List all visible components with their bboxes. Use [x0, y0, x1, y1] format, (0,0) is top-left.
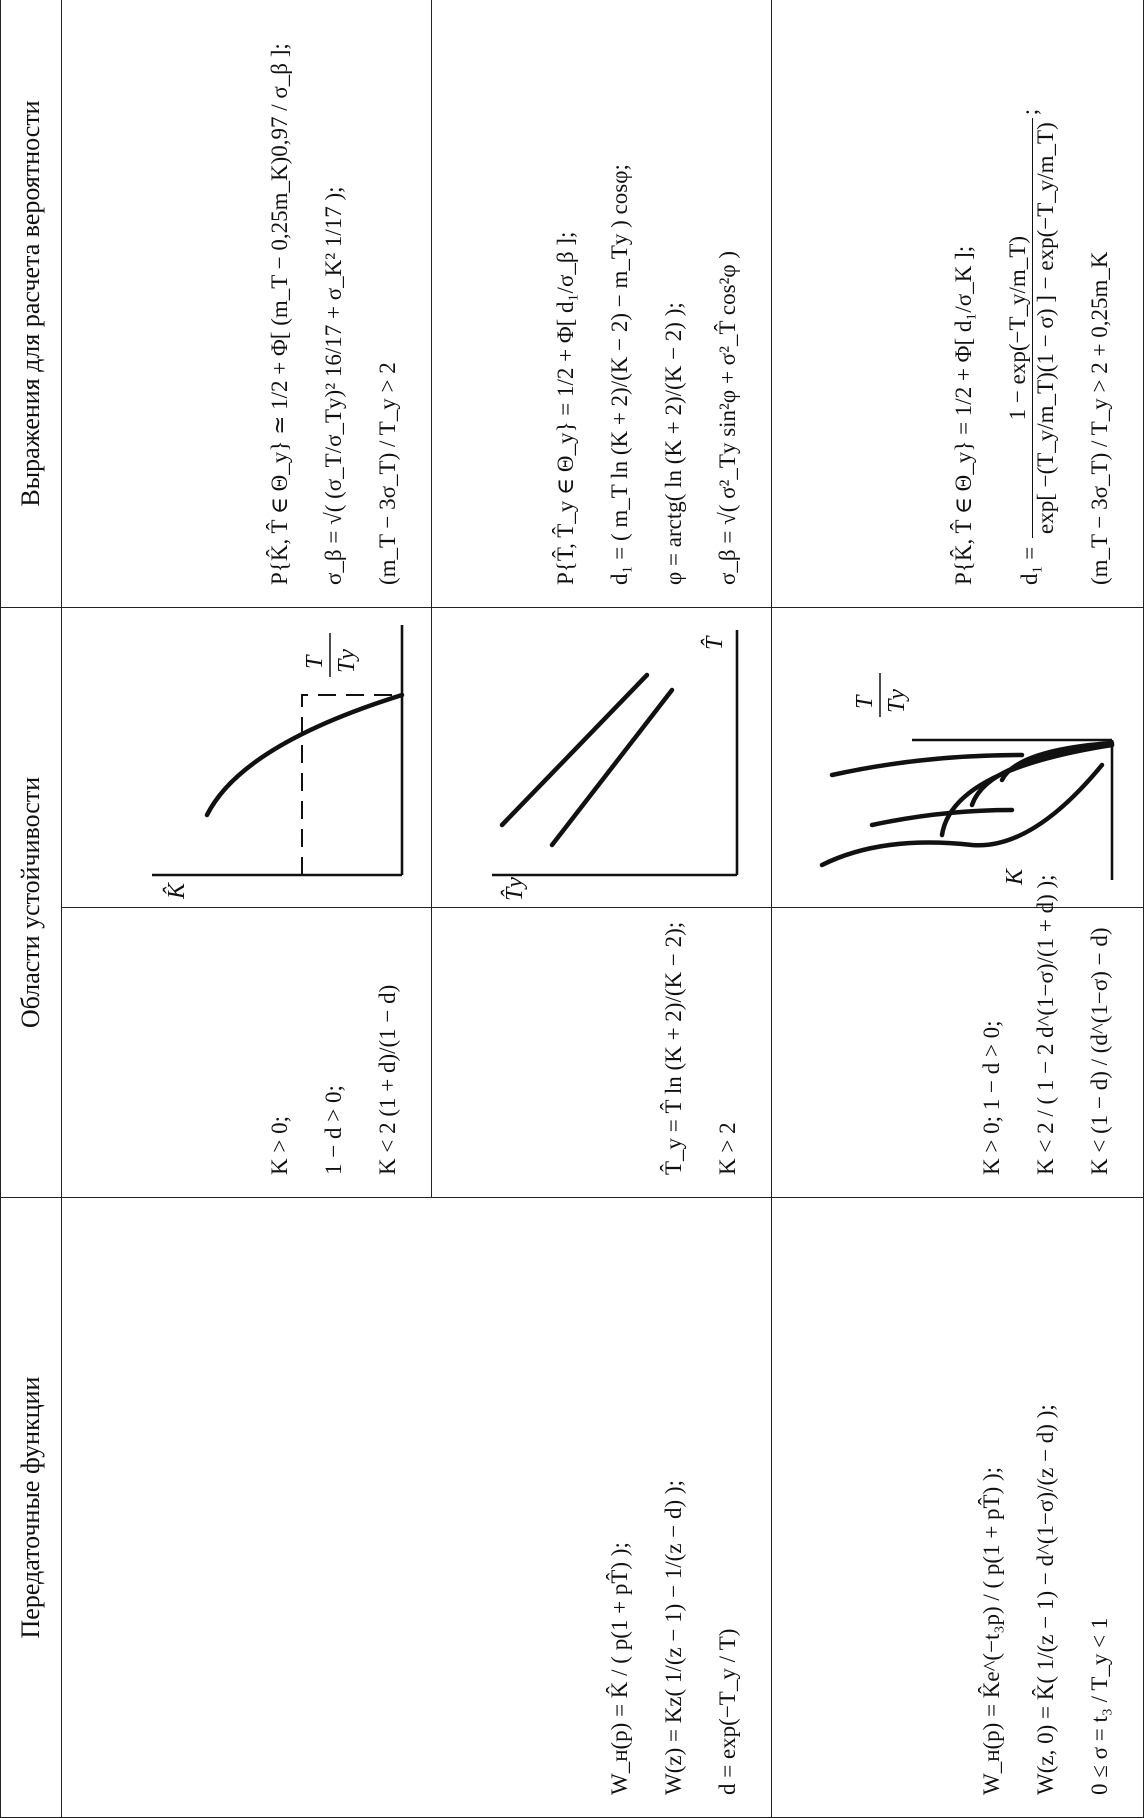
transfer-w-disc: W(z, 0) = K̂( 1/(z − 1) − d^(1−σ)/(z − d…	[1033, 1404, 1058, 1795]
plot-cell-2: T̂у T̂	[431, 607, 772, 908]
prob-condition: (m_T − 3σ_T) / T_у > 2 + 0,25m_K	[1087, 251, 1112, 585]
transfer-cell-2: W_н(p) = K̂e^(−t₃p) / ( p(1 + pT̂) ); W(…	[771, 1197, 1144, 1818]
table-row: T̂_у = T̂ ln (K + 2)/(K − 2); K > 2 T̂у …	[431, 0, 772, 1818]
condition-line: 1 − d > 0;	[321, 1085, 346, 1175]
prob-d1: d₁ = ( m_T ln (K + 2)/(K − 2) − m_Tу ) c…	[607, 164, 632, 585]
condition-line: K < (1 − d) / (d^(1−σ) − d)	[1087, 927, 1112, 1175]
boundary-curve-6	[829, 753, 1025, 778]
conditions-cell-2: T̂_у = T̂ ln (K + 2)/(K − 2); K > 2	[431, 907, 772, 1198]
x-axis-label: T̂	[701, 636, 728, 651]
x-axis-label-num: T	[302, 655, 328, 670]
prob-d1-numerator: 1 − exp(−T_у/m_T)	[1005, 235, 1031, 421]
prob-d1-fraction: 1 − exp(−T_у/m_T) exp[ −(T_у/m_T)(1 − σ)…	[1005, 118, 1059, 538]
table-row: W_н(p) = K̂ / ( p(1 + pT̂) ); W(z) = Kz(…	[61, 0, 772, 1818]
condition-line: K < 2 / ( 1 − 2 d^(1−σ)/(1 + d) );	[1033, 874, 1058, 1175]
prob-p-expr: P{K̂, T̂ ∈ Θ_у} ≃ 1/2 + Φ[ (m_T − 0,25m_…	[267, 43, 292, 585]
condition-line: K < 2 (1 + d)/(1 − d)	[375, 984, 400, 1175]
boundary-curve-4	[819, 763, 1105, 868]
y-axis-label: T̂у	[501, 877, 528, 901]
table-row: W_н(p) = K̂e^(−t₃p) / ( p(1 + pT̂) ); W(…	[771, 0, 1144, 1818]
boundary-curve-3	[999, 741, 1115, 783]
prob-d1-denominator: exp[ −(T_у/m_T)(1 − σ) ] − exp(−T_у/m_T)	[1031, 118, 1059, 538]
y-axis-label: K	[1002, 868, 1028, 887]
prob-d1-prefix: d₁ =	[1017, 546, 1043, 585]
transfer-sigma: 0 ≤ σ = t₃ / T_у < 1	[1087, 1617, 1112, 1795]
prob-sigma-beta: σ_β = √( σ²_Tу sin²φ + σ²_T̂ cos²φ )	[715, 250, 740, 585]
conditions-cell-1: K > 0; 1 − d > 0; K < 2 (1 + d)/(1 − d)	[61, 907, 432, 1198]
prob-d1: d₁ = 1 − exp(−T_у/m_T) exp[ −(T_у/m_T)(1…	[1005, 108, 1059, 585]
plot-cell-3: K T Tу	[771, 607, 1144, 908]
probability-cell-2: P{T̂, T̂_у ∈ Θ_у} = 1/2 + Φ[ d₁/σ_β ]; d…	[431, 0, 772, 608]
transfer-cell-1: W_н(p) = K̂ / ( p(1 + pT̂) ); W(z) = Kz(…	[61, 1197, 772, 1818]
probability-cell-3: P{K̂, T̂ ∈ Θ_у} = 1/2 + Φ[ d₁/σ_K ]; d₁ …	[771, 0, 1144, 608]
conditions-cell-3: K > 0; 1 − d > 0; K < 2 / ( 1 − 2 d^(1−σ…	[771, 874, 1144, 1198]
transfer-w-cont: W_н(p) = K̂e^(−t₃p) / ( p(1 + pT̂) );	[979, 1466, 1004, 1795]
x-axis-label-num: T	[852, 695, 878, 710]
boundary-curve-5	[869, 808, 1015, 828]
probability-cell-1: P{K̂, T̂ ∈ Θ_у} ≃ 1/2 + Φ[ (m_T − 0,25m_…	[61, 0, 432, 608]
condition-line: K > 0; 1 − d > 0;	[979, 1020, 1004, 1175]
y-axis-label: K̂	[163, 882, 190, 901]
transfer-d: d = exp(−T_у / T)	[715, 1628, 740, 1795]
boundary-dashes	[301, 694, 402, 876]
prob-p-expr: P{T̂, T̂_у ∈ Θ_у} = 1/2 + Φ[ d₁/σ_β ];	[553, 231, 578, 585]
condition-line: T̂_у = T̂ ln (K + 2)/(K − 2);	[661, 921, 686, 1175]
prob-sigma-beta: σ_β = √( (σ_T/σ_Tу)² 16/17 + σ_K² 1/17 )…	[321, 186, 346, 585]
transfer-w-disc: W(z) = Kz( 1/(z − 1) − 1/(z − d) );	[661, 1480, 686, 1795]
x-axis-label-den: Tу	[334, 649, 360, 673]
boundary-line-upper	[499, 673, 650, 828]
prob-p-expr: P{K̂, T̂ ∈ Θ_у} = 1/2 + Φ[ d₁/σ_K ];	[951, 245, 977, 585]
prob-condition: (m_T − 3σ_T) / T_у > 2	[375, 362, 400, 585]
condition-line: K > 0;	[267, 1116, 292, 1175]
prob-phi: φ = arctg( ln (K + 2)/(K − 2) );	[661, 302, 686, 585]
transfer-w-cont: W_н(p) = K̂ / ( p(1 + pT̂) );	[607, 1542, 632, 1795]
x-axis-label-den: Tу	[884, 689, 910, 713]
condition-line: K > 2	[715, 1122, 740, 1175]
stability-region-plot: T̂у T̂	[492, 630, 739, 902]
stability-region-plot: K T Tу	[819, 673, 1115, 887]
header-row: Передаточные функции Области устойчивост…	[0, 0, 62, 1818]
header-probability: Выражения для расчета вероятности	[0, 0, 62, 608]
stability-region-plot: K̂ T Tу	[152, 625, 405, 901]
boundary-curve	[204, 693, 405, 818]
header-transfer-functions: Передаточные функции	[0, 1197, 62, 1818]
header-stability-regions: Области устойчивости	[0, 607, 62, 1198]
boundary-line-lower	[549, 688, 675, 848]
plot-cell-1: K̂ T Tу	[61, 607, 432, 908]
